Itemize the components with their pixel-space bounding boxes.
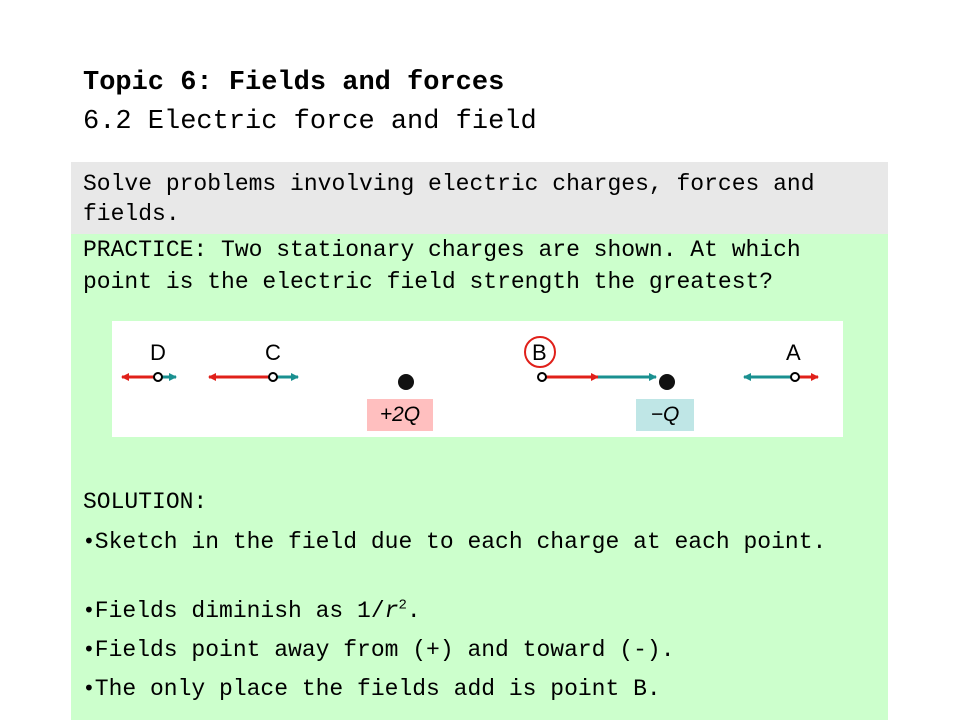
answer-circle bbox=[524, 336, 556, 368]
bullet-text: The only place the fields add is point B… bbox=[94, 676, 661, 702]
slide-title: Topic 6: Fields and forces bbox=[83, 68, 505, 98]
bullet-text: Fields point away from (+) and toward (-… bbox=[94, 637, 675, 663]
point-d-marker bbox=[153, 372, 163, 382]
period: . bbox=[406, 598, 421, 624]
field-diagram-svg bbox=[121, 336, 819, 390]
point-label-d: D bbox=[150, 340, 166, 365]
point-c-marker bbox=[268, 372, 278, 382]
solution-bullet-1: •Sketch in the field due to each charge … bbox=[83, 525, 883, 558]
bullet-icon: • bbox=[83, 598, 95, 622]
point-b-marker bbox=[537, 372, 547, 382]
solution-bullet-3: •Fields point away from (+) and toward (… bbox=[83, 633, 883, 666]
charge-diagram: D C B A +2Q −Q bbox=[112, 321, 843, 437]
charge-label-negative: −Q bbox=[636, 399, 694, 431]
r-variable: r bbox=[384, 598, 399, 624]
solution-bullet-4: •The only place the fields add is point … bbox=[83, 672, 883, 705]
slide-subtitle: 6.2 Electric force and field bbox=[83, 107, 537, 137]
bullet-text: Fields diminish as 1/ bbox=[94, 598, 385, 624]
point-label-c: C bbox=[265, 340, 281, 365]
objective-text: Solve problems involving electric charge… bbox=[83, 171, 815, 227]
point-a-marker bbox=[790, 372, 800, 382]
bullet-icon: • bbox=[83, 676, 95, 700]
bullet-icon: • bbox=[83, 529, 95, 553]
bullet-icon: • bbox=[83, 637, 95, 661]
charge-positive-dot bbox=[398, 374, 414, 390]
objective-box: Solve problems involving electric charge… bbox=[71, 162, 888, 234]
solution-heading: SOLUTION: bbox=[83, 489, 208, 515]
solution-bullet-2: •Fields diminish as 1/r2. bbox=[83, 594, 883, 627]
point-label-b: B bbox=[532, 340, 547, 365]
exponent: 2 bbox=[398, 597, 407, 614]
charge-negative-dot bbox=[659, 374, 675, 390]
point-label-a: A bbox=[786, 340, 801, 365]
bullet-text: Sketch in the field due to each charge a… bbox=[94, 529, 827, 555]
content-panel: PRACTICE: Two stationary charges are sho… bbox=[71, 234, 888, 720]
practice-question: PRACTICE: Two stationary charges are sho… bbox=[83, 237, 801, 295]
charge-label-positive: +2Q bbox=[367, 399, 433, 431]
